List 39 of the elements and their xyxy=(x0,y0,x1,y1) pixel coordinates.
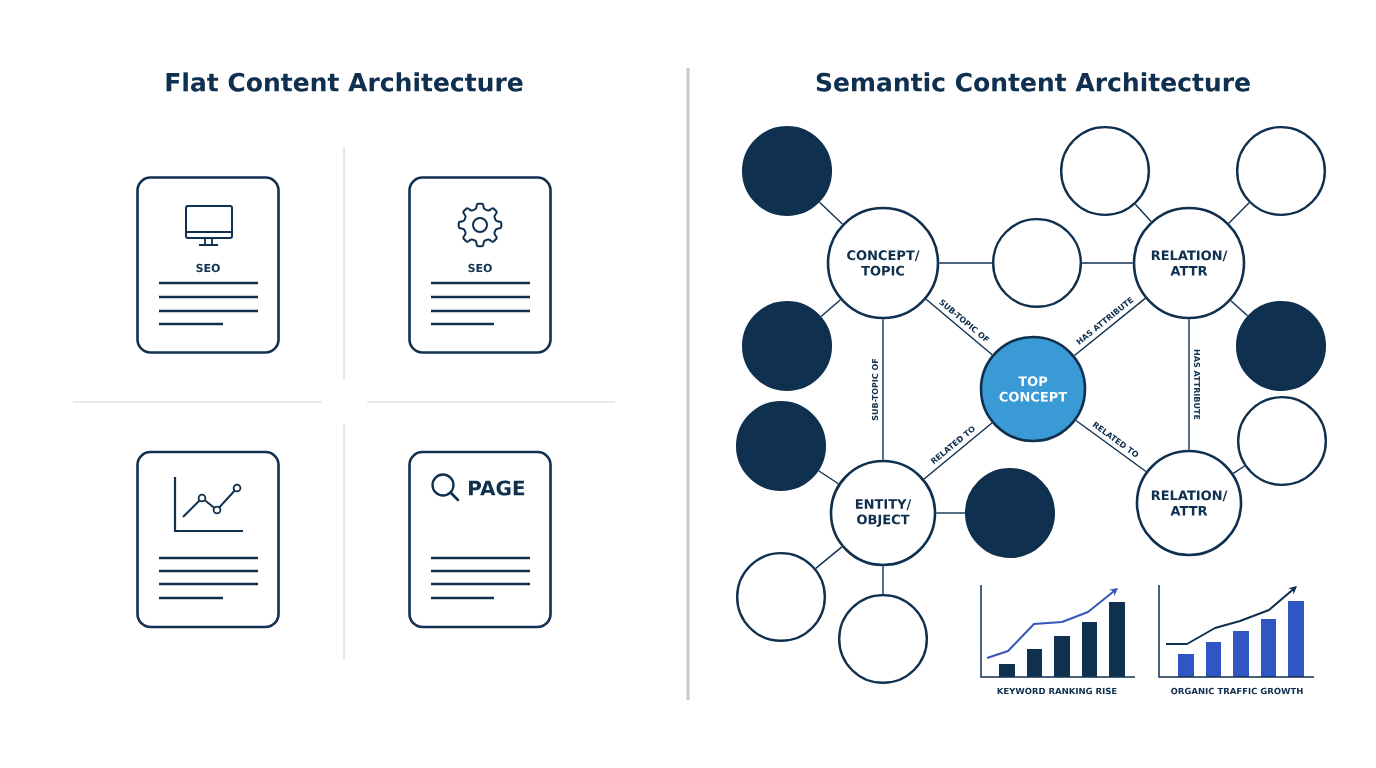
edge-label: SUB-TOPIC OF xyxy=(871,357,880,422)
connector-line xyxy=(935,512,966,514)
document-card: PAGE xyxy=(408,450,552,629)
node-circle xyxy=(1237,395,1328,487)
document-card xyxy=(136,450,280,629)
connector-line xyxy=(815,546,843,570)
document-card: SEO xyxy=(408,176,552,354)
node-circle xyxy=(1060,125,1151,217)
connector-line xyxy=(1232,465,1246,475)
node-circle xyxy=(735,551,827,643)
connector-line xyxy=(882,318,884,461)
connector-line xyxy=(1188,318,1190,451)
edge-label: HAS ATTRIBUTE xyxy=(1193,348,1202,421)
node-circle xyxy=(991,217,1083,308)
chart-caption: KEYWORD RANKING RISE xyxy=(997,687,1117,695)
connector-line xyxy=(817,470,840,485)
connector-line xyxy=(820,299,842,318)
node-circle xyxy=(741,125,833,217)
node-circle xyxy=(1236,125,1327,217)
node-circle xyxy=(837,593,929,685)
panel-title: Flat Content Architecture xyxy=(166,72,523,92)
node-circle xyxy=(741,300,833,391)
connector-line xyxy=(923,422,993,480)
connector-line xyxy=(925,298,993,356)
connector-line xyxy=(882,565,884,595)
connector-line xyxy=(1230,300,1249,317)
panel-title: Semantic Content Architecture xyxy=(816,72,1250,92)
connector-line xyxy=(1228,202,1250,224)
connector-line xyxy=(938,262,993,264)
connector-line xyxy=(1075,419,1147,473)
node-circle xyxy=(964,467,1056,559)
document-card: SEO xyxy=(136,176,280,354)
node-circle xyxy=(735,400,827,491)
chart-caption: ORGANIC TRAFFIC GROWTH xyxy=(1171,687,1303,695)
connector-line xyxy=(818,201,844,225)
connector-line xyxy=(1081,262,1134,264)
connector-line xyxy=(1134,203,1152,223)
node-circle xyxy=(1236,300,1327,391)
connector-line xyxy=(1073,297,1146,357)
